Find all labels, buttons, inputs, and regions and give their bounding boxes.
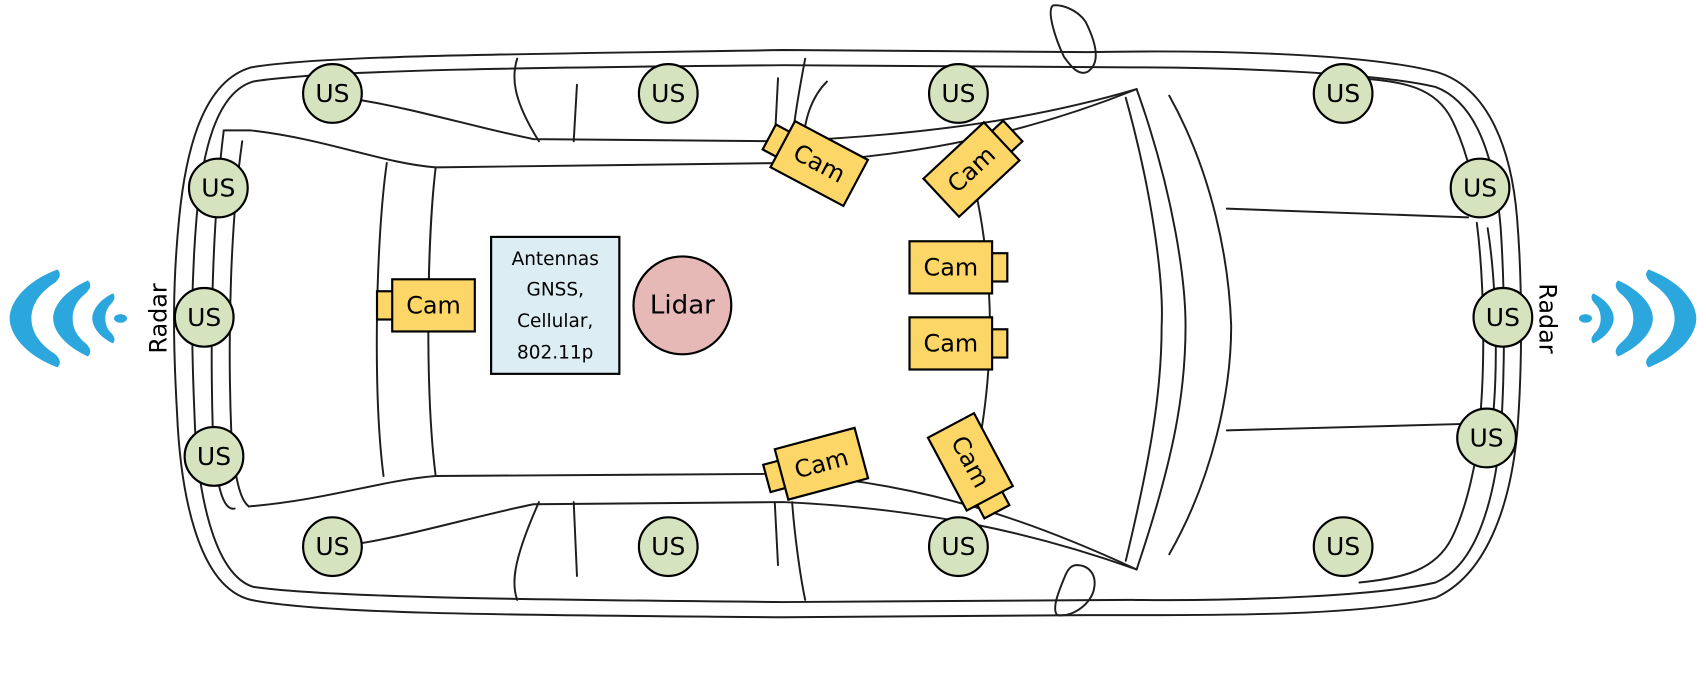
door-line-top-1 [513,57,540,143]
antennas-box: Antennas GNSS, Cellular, 802.11p [490,235,621,375]
radar-front-label: Radar [1533,283,1561,354]
door-line-bottom-2 [572,501,578,577]
camera-rear: Cam [375,278,476,333]
windshield-pillar-top [1135,88,1187,571]
camera-label: Cam [924,253,979,281]
hood-bottom-line [1225,422,1470,432]
door-line-bottom-1 [513,501,540,601]
radar-front: Radar [1533,269,1697,368]
antennas-line-1: Antennas [512,249,599,270]
ultrasonic-label: US [1326,532,1360,561]
camera-front-lower: Cam [908,316,1009,371]
radar-rear: Radar [9,269,173,368]
camera-body [921,120,1021,219]
front-corner-bottom [1358,433,1480,584]
camera-body [908,316,994,371]
lidar-sensor: Lidar [632,255,733,356]
camera-lens [375,290,395,321]
side-bottom-rail [358,501,1138,571]
car-body-inner [191,64,1505,604]
ultrasonic-label: US [187,303,221,332]
ultrasonic-sensor: US [637,516,699,578]
door-line-bottom-3 [773,501,779,567]
camera-body [391,278,476,333]
antennas-box-bg [490,235,621,375]
windshield-line-1 [1124,96,1163,562]
antennas-line-3: Cellular, [517,311,593,332]
hood-top-line [1225,207,1470,219]
mirror-top [1049,4,1097,74]
ultrasonic-label: US [941,532,975,561]
ultrasonic-sensor: US [637,63,699,124]
lidar-label: Lidar [650,290,715,320]
lidar-circle [632,255,733,356]
radar-waves-icon [9,269,128,368]
ultrasonic-label: US [201,174,235,203]
camera-label: Cam [924,329,979,357]
ultrasonic-sensor: US [302,63,363,124]
ultrasonic-sensor: US [1472,286,1534,348]
door-line-bottom-4 [791,501,807,601]
camera-lens [989,328,1009,359]
ultrasonic-label: US [1326,79,1360,108]
rear-window-top [222,129,785,169]
ultrasonic-label: US [651,532,685,561]
camera-front-upper: Cam [908,240,1009,295]
radar-rear-label: Radar [145,283,173,354]
ultrasonic-label: US [1469,423,1503,452]
ultrasonic-label: US [197,442,231,471]
rear-window-bottom [247,472,785,508]
door-line-top-2 [572,83,578,143]
ultrasonic-sensors: US US US US US US US US US US US US US U… [173,63,1534,578]
mirror-bottom [1054,564,1096,617]
camera-side-right-top: Cam [921,119,1024,219]
ultrasonic-sensor: US [927,63,989,124]
ultrasonic-sensor: US [187,157,249,219]
ultrasonic-label: US [1463,174,1497,203]
camera-side-left-top: Cam [761,119,870,208]
ultrasonic-label: US [315,79,349,108]
camera-body [769,119,870,208]
ultrasonic-sensor: US [183,426,245,487]
ultrasonic-sensor: US [1312,63,1374,124]
camera-label: Cam [406,291,461,319]
ultrasonic-sensor: US [927,516,989,578]
ultrasonic-sensor: US [302,516,363,578]
camera-side-left-bottom: Cam [761,426,870,501]
ultrasonic-sensor: US [173,286,235,348]
ultrasonic-sensor: US [1456,407,1518,469]
car-body-outer [173,49,1523,619]
ultrasonic-label: US [941,79,975,108]
camera-body [773,426,870,501]
camera-body [926,411,1015,513]
ultrasonic-sensor: US [1449,157,1511,219]
windshield-line-2 [1168,94,1233,556]
ultrasonic-label: US [315,532,349,561]
antennas-line-2: GNSS, [527,280,584,301]
camera-body [908,240,994,295]
radar-waves-icon [1578,269,1697,368]
ultrasonic-label: US [651,79,685,108]
ultrasonic-label: US [1486,303,1520,332]
camera-lens [989,252,1009,283]
antennas-line-4: 802.11p [517,343,593,364]
side-top-rail [358,88,1138,143]
camera-side-right-bottom: Cam [926,411,1015,520]
ultrasonic-sensor: US [1312,516,1374,578]
